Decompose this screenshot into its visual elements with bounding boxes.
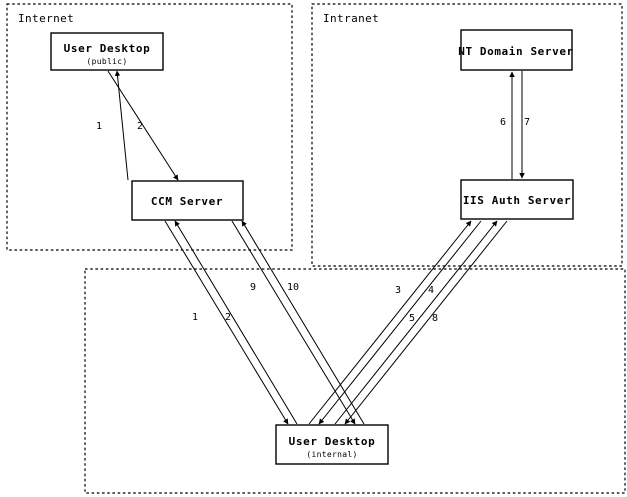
connector-flow-5 — [334, 220, 498, 425]
flow-label-8: 8 — [432, 313, 438, 324]
node-sublabel-user-desktop-internal: (internal) — [306, 450, 357, 459]
node-label-iis-auth-server: IIS Auth Server — [463, 194, 571, 207]
connector-flow-2-internal — [174, 220, 298, 425]
connector-flow-10 — [241, 220, 365, 425]
zone-internal-boundary — [84, 268, 626, 494]
connector-flow-9 — [231, 220, 356, 425]
connector-flow-1-public — [107, 70, 179, 181]
connector-flow-1-internal — [164, 220, 289, 425]
flow-label-9: 9 — [250, 282, 256, 293]
node-box-user-desktop-public[interactable] — [50, 32, 164, 71]
connector-flow-4 — [318, 220, 482, 425]
connector-flow-8 — [344, 220, 508, 425]
node-nt-domain-server[interactable]: NT Domain Server — [458, 29, 574, 71]
node-ccm-server[interactable]: CCM Server — [131, 180, 244, 221]
node-sublabel-user-desktop-public: (public) — [87, 57, 128, 66]
node-user-desktop-internal[interactable]: User Desktop (internal) — [275, 424, 389, 465]
flow-label-1-public: 1 — [96, 121, 102, 132]
zone-label-internet: Internet — [18, 12, 74, 25]
node-box-nt-domain-server[interactable] — [460, 29, 573, 71]
connector-iis-ntdomain — [509, 71, 525, 179]
node-iis-auth-server[interactable]: IIS Auth Server — [460, 179, 574, 220]
node-label-user-desktop-public: User Desktop — [64, 42, 151, 55]
node-user-desktop-public[interactable]: User Desktop (public) — [50, 32, 164, 71]
connector-flow-2-public — [114, 70, 129, 181]
connector-internal-iis-34 — [308, 220, 482, 425]
flow-label-10: 10 — [287, 282, 299, 293]
node-label-user-desktop-internal: User Desktop — [289, 435, 376, 448]
connector-public-ccm — [107, 70, 179, 181]
flow-label-7: 7 — [524, 117, 530, 128]
zone-labels: Internet Intranet — [18, 12, 379, 25]
zone-internet-boundary — [6, 3, 293, 251]
zone-label-intranet: Intranet — [323, 12, 379, 25]
flow-label-3: 3 — [395, 285, 401, 296]
connector-internal-ccm-12 — [164, 220, 298, 425]
connector-flow-3 — [308, 220, 472, 425]
node-box-user-desktop-internal[interactable] — [275, 424, 389, 465]
node-label-nt-domain-server: NT Domain Server — [458, 45, 574, 58]
flow-label-5: 5 — [409, 313, 415, 324]
flow-label-4: 4 — [428, 285, 434, 296]
flow-label-2-public: 2 — [137, 121, 143, 132]
flow-label-1-internal: 1 — [192, 312, 198, 323]
connector-internal-iis-58 — [334, 220, 508, 425]
connector-internal-ccm-910 — [231, 220, 365, 425]
node-box-iis-auth-server[interactable] — [460, 179, 574, 220]
flow-label-6: 6 — [500, 117, 506, 128]
flow-label-2-internal: 2 — [225, 312, 231, 323]
zone-boundaries — [6, 3, 626, 494]
node-label-ccm-server: CCM Server — [151, 195, 223, 208]
node-box-ccm-server[interactable] — [131, 180, 244, 221]
flow-step-labels: 1 2 1 2 3 4 5 6 7 8 9 10 — [96, 117, 530, 324]
